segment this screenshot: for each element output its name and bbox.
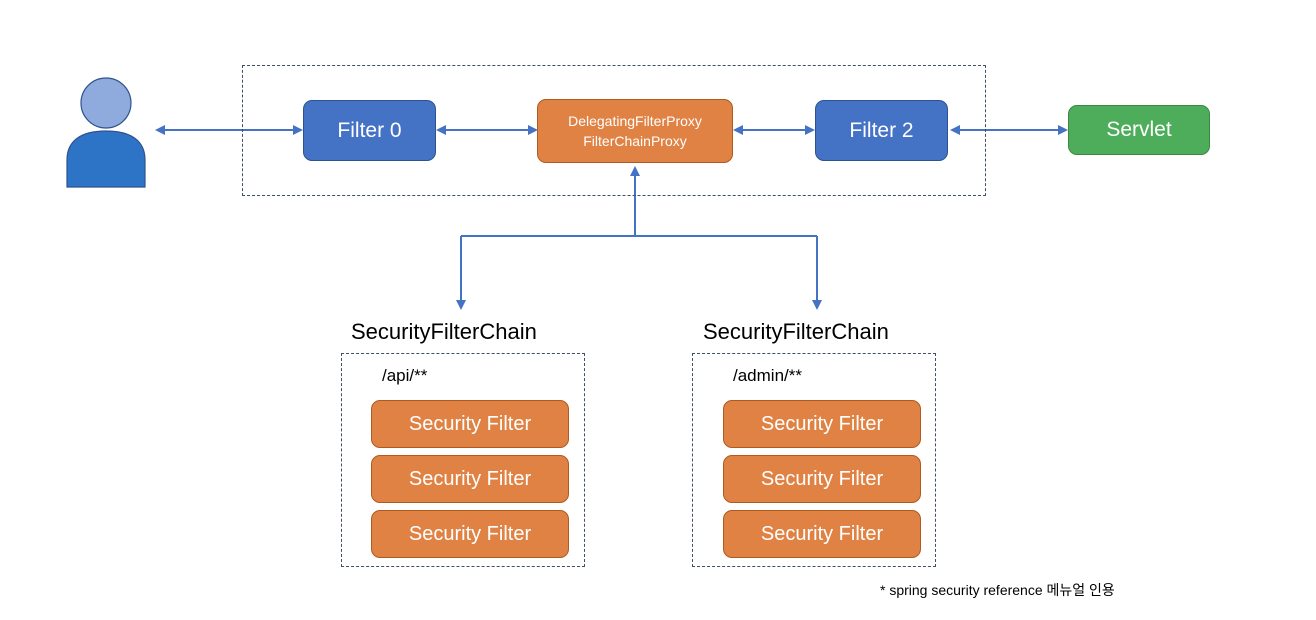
chain-pattern-api: /api/**: [382, 366, 428, 385]
security-filter-label: Security Filter: [408, 467, 532, 490]
filter-0: Filter 0: [303, 100, 436, 161]
security-filter: Security Filter: [723, 510, 921, 558]
security-filter-label: Security Filter: [408, 412, 532, 435]
security-filter: Security Filter: [723, 400, 921, 448]
chain-pattern-admin: /admin/**: [733, 366, 802, 385]
proxy-label-chain: FilterChainProxy: [583, 133, 687, 149]
security-filter: Security Filter: [371, 400, 569, 448]
security-filter-label: Security Filter: [408, 522, 532, 545]
servlet-filter-chain-container: [242, 65, 986, 196]
chain-title-admin: SecurityFilterChain: [703, 319, 889, 344]
security-filter-chain-admin: [692, 353, 936, 567]
servlet: Servlet: [1068, 105, 1210, 155]
security-filter: Security Filter: [371, 510, 569, 558]
footnote: * spring security reference 메뉴얼 인용: [880, 582, 1115, 598]
security-filter-chain-api: [341, 353, 585, 567]
security-filter-label: Security Filter: [760, 412, 884, 435]
security-filter: Security Filter: [371, 455, 569, 503]
chain-title-api: SecurityFilterChain: [351, 319, 537, 344]
filter-2: Filter 2: [815, 100, 948, 161]
filter-2-label: Filter 2: [849, 118, 914, 142]
delegating-filter-proxy: DelegatingFilterProxy FilterChainProxy: [537, 99, 733, 163]
security-filter-label: Security Filter: [760, 522, 884, 545]
user-icon: [66, 77, 146, 188]
filter-0-label: Filter 0: [337, 118, 402, 142]
servlet-label: Servlet: [1106, 118, 1172, 141]
security-filter-label: Security Filter: [760, 467, 884, 490]
proxy-label-delegating: DelegatingFilterProxy: [568, 113, 702, 129]
security-filter: Security Filter: [723, 455, 921, 503]
